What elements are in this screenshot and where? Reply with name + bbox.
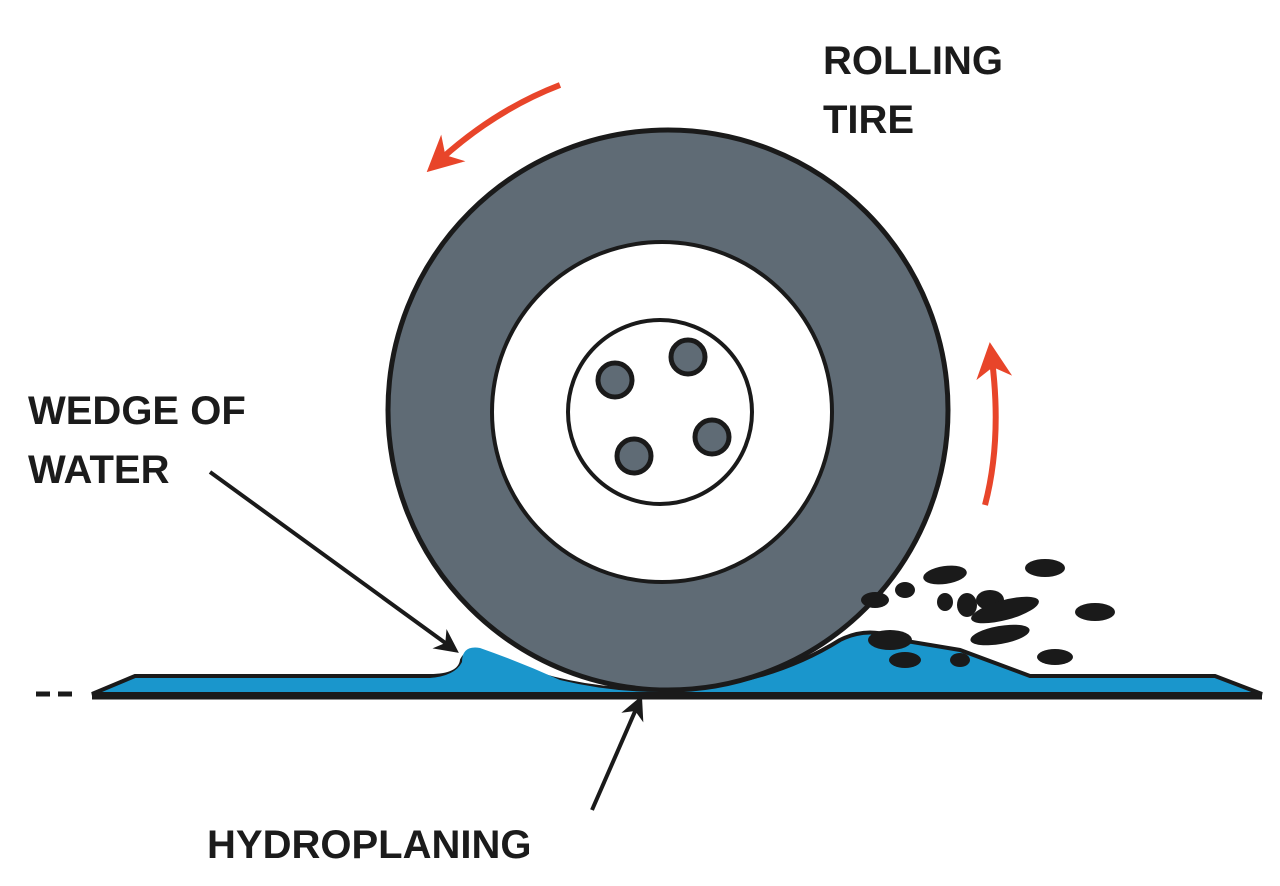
water-spray — [861, 559, 1115, 668]
wedge-label-line2: WATER — [28, 448, 170, 492]
rotation-arrow-right — [976, 342, 1013, 506]
rolling-tire-label-line2: TIRE — [823, 98, 914, 142]
lug-nut — [595, 360, 635, 400]
hydroplaning-label: HYDROPLANING — [207, 823, 531, 867]
lug-nut — [668, 337, 708, 377]
water-wedge — [430, 647, 660, 692]
lug-nut — [614, 436, 654, 476]
wheel-hub — [566, 318, 754, 506]
wedge-label-line1: WEDGE OF — [28, 389, 246, 433]
lug-nut — [692, 417, 732, 457]
hydroplaning-pointer-arrow — [590, 695, 644, 811]
rolling-tire-label-line1: ROLLING — [823, 39, 1003, 83]
rotation-arrow-top — [426, 82, 562, 173]
wedge-pointer-arrow — [208, 470, 459, 653]
